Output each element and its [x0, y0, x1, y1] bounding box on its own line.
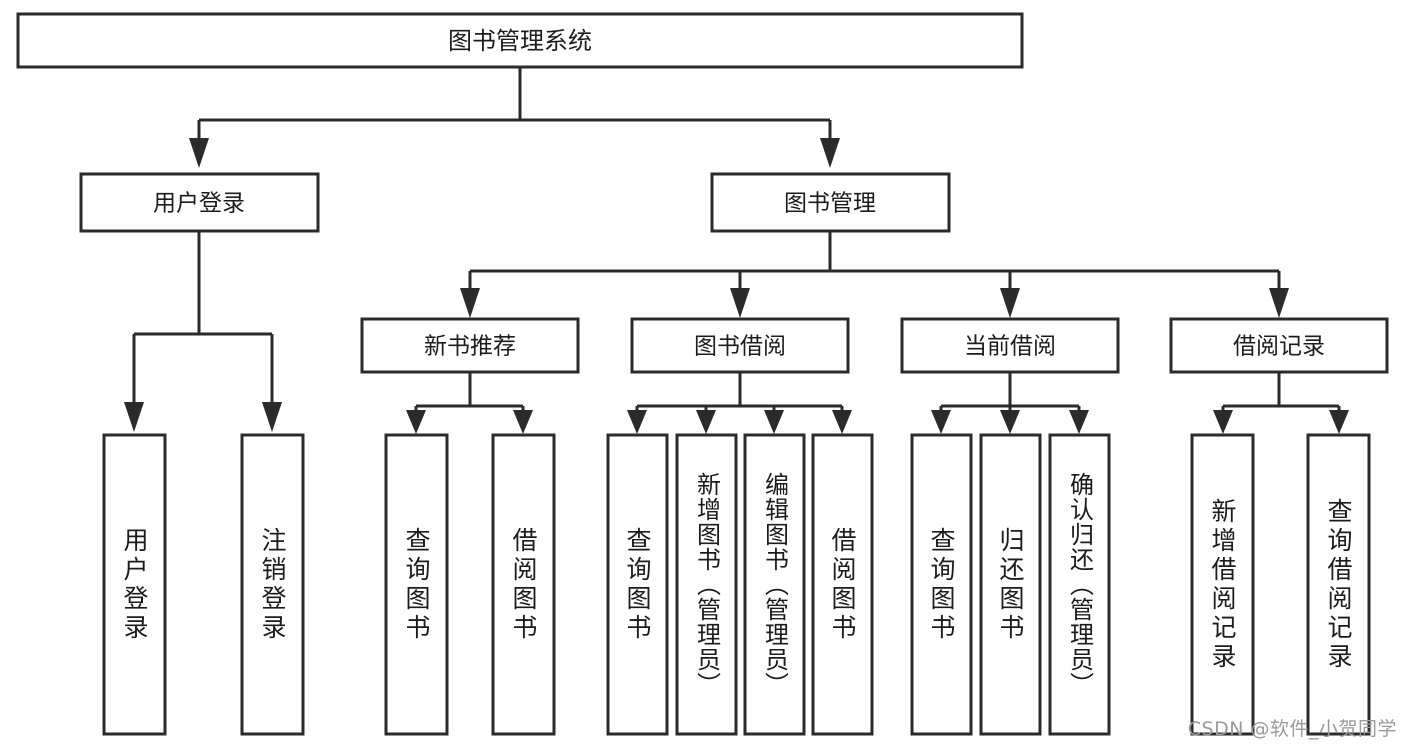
leaf-box-confirm-return[interactable]: [1048, 433, 1111, 736]
leaf-box-query-book-2[interactable]: [606, 433, 669, 736]
leaf-box-query-book-1[interactable]: [384, 433, 449, 736]
connector-current-borrow-to-leaves: [931, 372, 1089, 434]
arrow-to-leaf-add-record: [1213, 410, 1233, 434]
node-root[interactable]: 图书管理系统: [16, 12, 1024, 69]
connector-user-login-to-leaves: [124, 231, 282, 432]
leaf-box-edit-book[interactable]: [743, 433, 806, 736]
watermark-text: CSDN @软件_小贺同学: [1187, 718, 1397, 740]
leaf-box-logout[interactable]: [240, 433, 305, 736]
leaf-box-borrow-book-2[interactable]: [811, 433, 874, 736]
connector-root-to-level2: [189, 67, 840, 168]
leaf-box-add-record[interactable]: [1190, 433, 1255, 736]
connector-new-book-to-leaves: [406, 372, 533, 434]
arrow-to-leaf-edit-book: [764, 410, 784, 434]
connector-borrow-record-to-leaves: [1213, 372, 1349, 434]
current-borrow-label: 当前借阅: [964, 334, 1056, 360]
connector-book-borrow-to-leaves: [627, 372, 852, 434]
leaf-box-add-book[interactable]: [675, 433, 738, 736]
arrow-to-leaf-add-book: [696, 410, 716, 434]
arrow-to-leaf-query-book-3: [931, 410, 951, 434]
arrow-to-book-borrow: [730, 288, 750, 318]
leaf-box-query-record[interactable]: [1306, 433, 1371, 736]
user-login-label: 用户登录: [153, 191, 245, 217]
arrow-to-current-borrow: [1000, 288, 1020, 318]
arrow-to-leaf-query-record: [1329, 410, 1349, 434]
node-user-login[interactable]: 用户登录: [79, 172, 320, 233]
arrow-to-leaf-query-book-1: [406, 410, 426, 434]
node-book-borrow[interactable]: 图书借阅: [630, 317, 850, 374]
borrow-record-label: 借阅记录: [1233, 334, 1325, 360]
user-login-box[interactable]: [79, 172, 320, 233]
arrow-to-leaf-query-book-2: [627, 410, 647, 434]
root-label: 图书管理系统: [448, 27, 592, 55]
node-current-borrow[interactable]: 当前借阅: [900, 317, 1120, 374]
book-manage-label: 图书管理: [784, 191, 876, 217]
leaf-box-query-book-3[interactable]: [910, 433, 973, 736]
node-borrow-record[interactable]: 借阅记录: [1169, 317, 1389, 374]
arrow-to-leaf-return-book: [1000, 410, 1020, 434]
book-borrow-label: 图书借阅: [694, 334, 786, 360]
leaf-box-return-book[interactable]: [979, 433, 1042, 736]
current-borrow-box[interactable]: [900, 317, 1120, 374]
node-new-book-recommend[interactable]: 新书推荐: [360, 317, 580, 374]
arrow-to-leaf-confirm-return: [1069, 410, 1089, 434]
node-book-manage[interactable]: 图书管理: [710, 172, 951, 233]
new-book-recommend-box[interactable]: [360, 317, 580, 374]
leaf-box-borrow-book-1[interactable]: [491, 433, 556, 736]
leaf-box-user-login[interactable]: [102, 433, 167, 736]
arrow-to-leaf-borrow-book-2: [832, 410, 852, 434]
arrow-to-user-login: [189, 138, 209, 168]
connector-book-manage-to-level3: [460, 231, 1289, 318]
arrow-to-leaf-logout: [262, 402, 282, 432]
arrow-to-leaf-borrow-book-1: [513, 410, 533, 434]
root-box[interactable]: [16, 12, 1024, 69]
new-book-recommend-label: 新书推荐: [424, 334, 516, 360]
arrow-to-new-book: [460, 288, 480, 318]
arrow-to-book-manage: [820, 138, 840, 168]
arrow-to-leaf-user-login: [124, 402, 144, 432]
arrow-to-borrow-record: [1269, 288, 1289, 318]
